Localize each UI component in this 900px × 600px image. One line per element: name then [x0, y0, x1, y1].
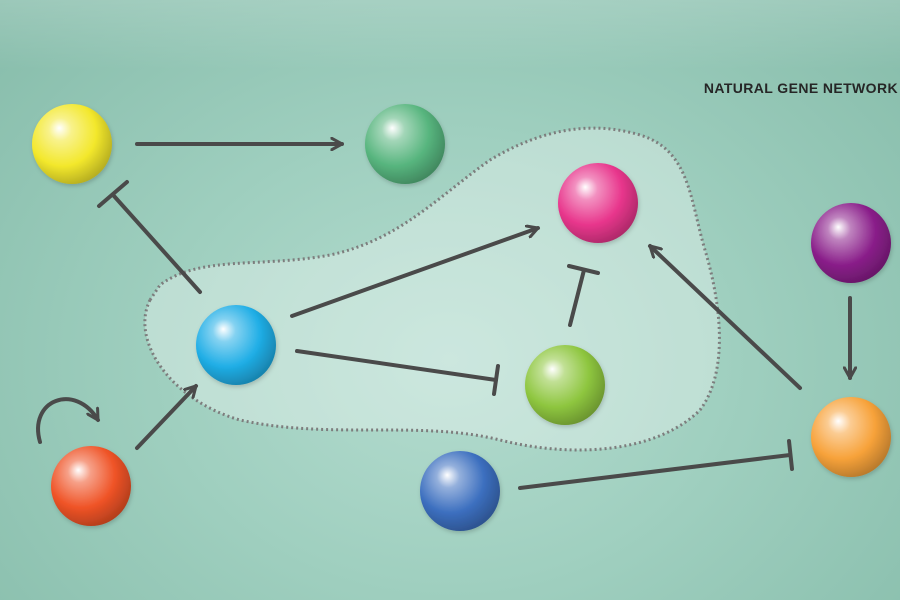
diagram-title: NATURAL GENE NETWORK — [703, 80, 898, 96]
orange-gene-node — [811, 397, 891, 477]
edge-cyan-inhibits-yellow — [97, 180, 202, 294]
edge-orange-to-pink — [648, 244, 802, 390]
cluster-boundary — [143, 126, 721, 452]
background-band — [0, 0, 900, 70]
lime-gene-node — [525, 345, 605, 425]
green-gene-node — [365, 104, 445, 184]
edge-red-to-cyan — [135, 384, 198, 450]
pink-gene-node — [558, 163, 638, 243]
blue-gene-node — [420, 451, 500, 531]
cyan-gene-node — [196, 305, 276, 385]
edge-red-self-activation — [36, 397, 100, 444]
yellow-gene-node — [32, 104, 112, 184]
red-gene-node — [51, 446, 131, 526]
edge-lime-inhibits-pink — [567, 264, 600, 327]
edge-blue-inhibits-orange — [518, 439, 794, 490]
edge-cyan-inhibits-lime — [295, 349, 500, 396]
edge-cyan-to-pink — [290, 228, 540, 318]
purple-gene-node — [811, 203, 891, 283]
